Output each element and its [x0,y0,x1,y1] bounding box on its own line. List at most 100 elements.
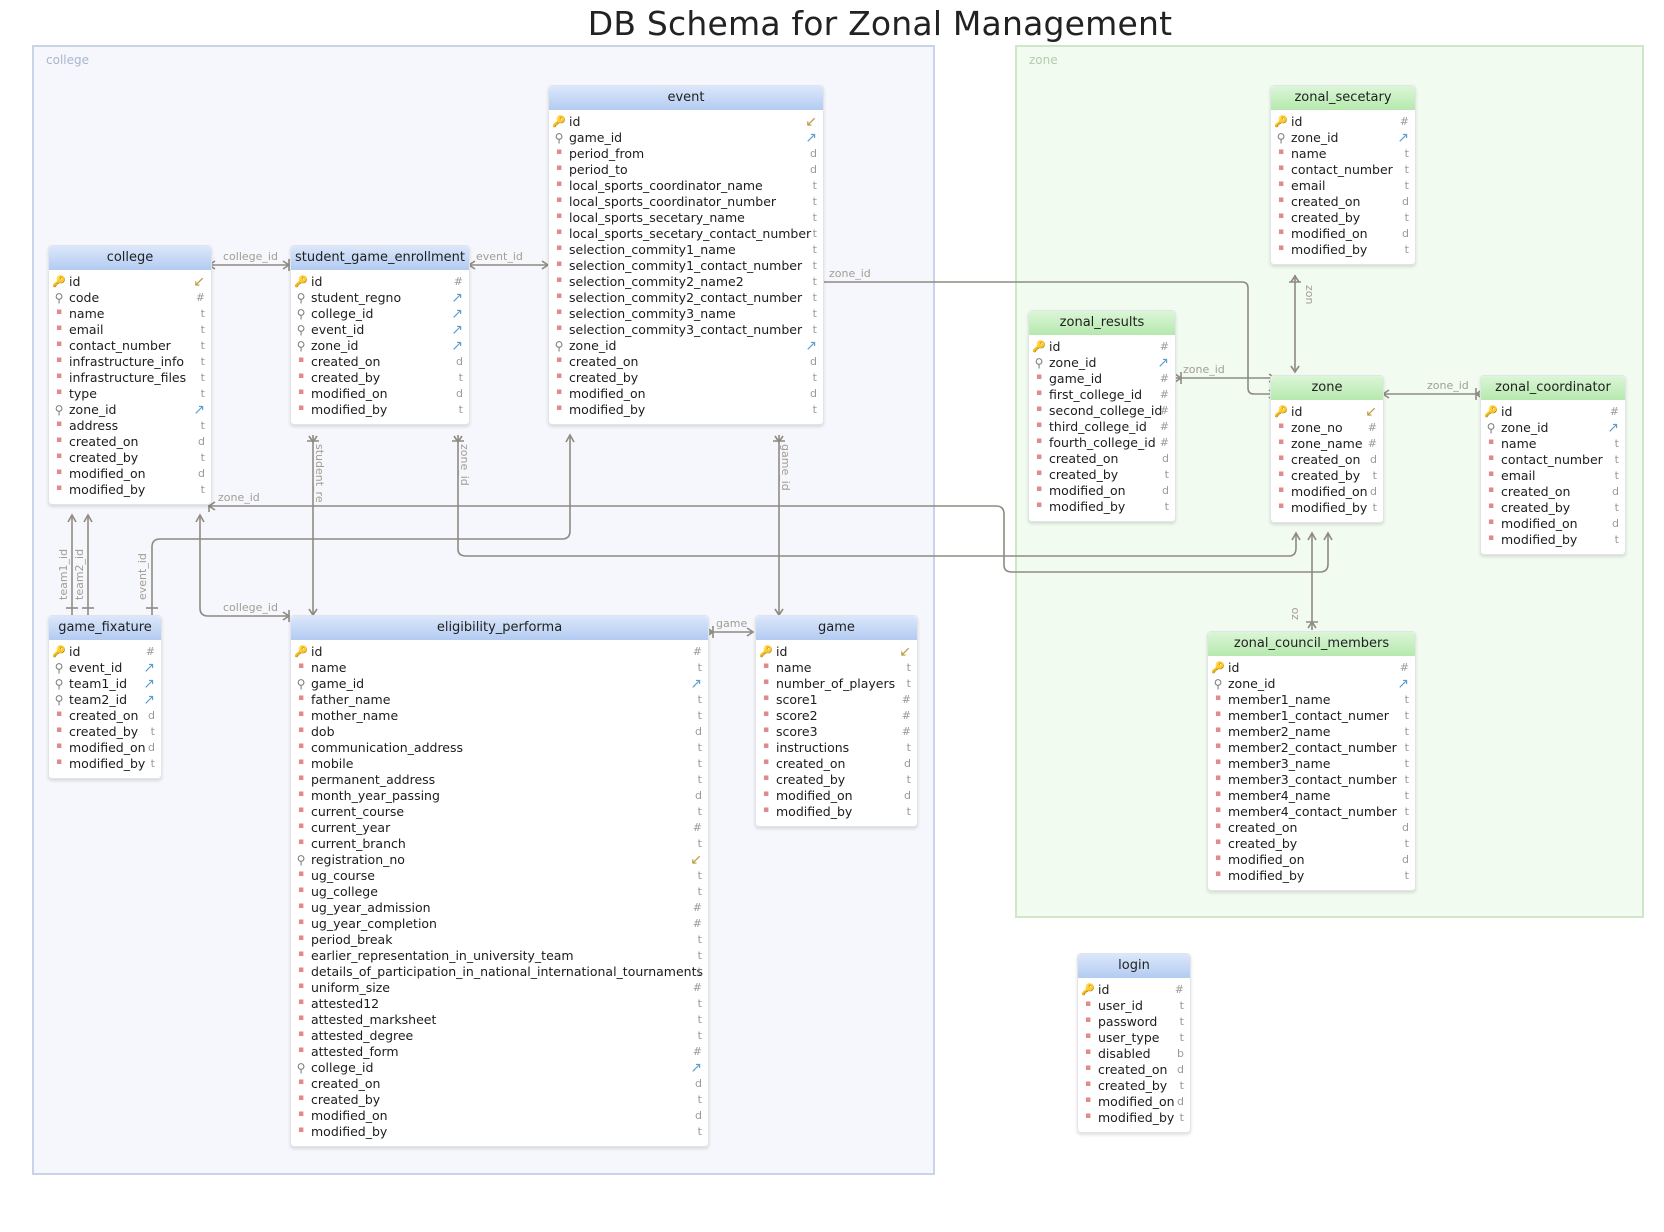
table-header[interactable]: event [549,86,823,110]
column-row[interactable]: ⚲event_id↗ [291,322,469,338]
table-header[interactable]: zonal_council_members [1208,632,1415,656]
column-row[interactable]: 🔑id# [1271,114,1415,130]
table-header[interactable]: college [49,246,211,270]
column-row[interactable]: 🔑id# [49,644,161,660]
column-row[interactable]: ⚲zone_id↗ [1029,355,1175,371]
column-row[interactable]: ▪second_college_id# [1029,403,1175,419]
column-row[interactable]: ⚲college_id↗ [291,1060,708,1076]
column-row[interactable]: ⚲zone_id↗ [1481,420,1625,436]
column-row[interactable]: ▪ug_year_completion# [291,916,708,932]
column-row[interactable]: ⚲zone_id↗ [549,338,823,354]
column-row[interactable]: ▪score2# [756,708,917,724]
column-row[interactable]: 🔑id# [1078,982,1190,998]
table-header[interactable]: zone [1271,376,1383,400]
column-row[interactable]: ▪score3# [756,724,917,740]
column-row[interactable]: ▪current_year# [291,820,708,836]
column-row[interactable]: ▪zone_name# [1271,436,1383,452]
column-row[interactable]: 🔑id↙ [549,114,823,130]
column-row[interactable]: ⚲event_id↗ [49,660,161,676]
table-header[interactable]: zonal_secetary [1271,86,1415,110]
table-header[interactable]: zonal_results [1029,311,1175,335]
column-row[interactable]: ⚲college_id↗ [291,306,469,322]
table-zonal-results[interactable]: zonal_results🔑id#⚲zone_id↗▪game_id#▪firs… [1028,310,1176,522]
table-header[interactable]: game [756,616,917,640]
column-row[interactable]: ⚲team2_id↗ [49,692,161,708]
column-row[interactable]: ▪fourth_college_id# [1029,435,1175,451]
table-header[interactable]: zonal_coordinator [1481,376,1625,400]
column-row[interactable]: 🔑id↙ [1271,404,1383,420]
column-row[interactable]: ▪zone_no# [1271,420,1383,436]
column-row[interactable]: 🔑id# [1029,339,1175,355]
column-row[interactable]: ▪earlier_representation_in_university_te… [291,948,708,964]
column-row[interactable]: ⚲zone_id↗ [1271,130,1415,146]
column-row[interactable]: ⚲student_regno↗ [291,290,469,306]
table-student-game-enrollment[interactable]: student_game_enrollment🔑id#⚲student_regn… [290,245,470,425]
column-row[interactable]: 🔑id# [291,644,708,660]
table-header[interactable]: eligibility_performa [291,616,708,640]
